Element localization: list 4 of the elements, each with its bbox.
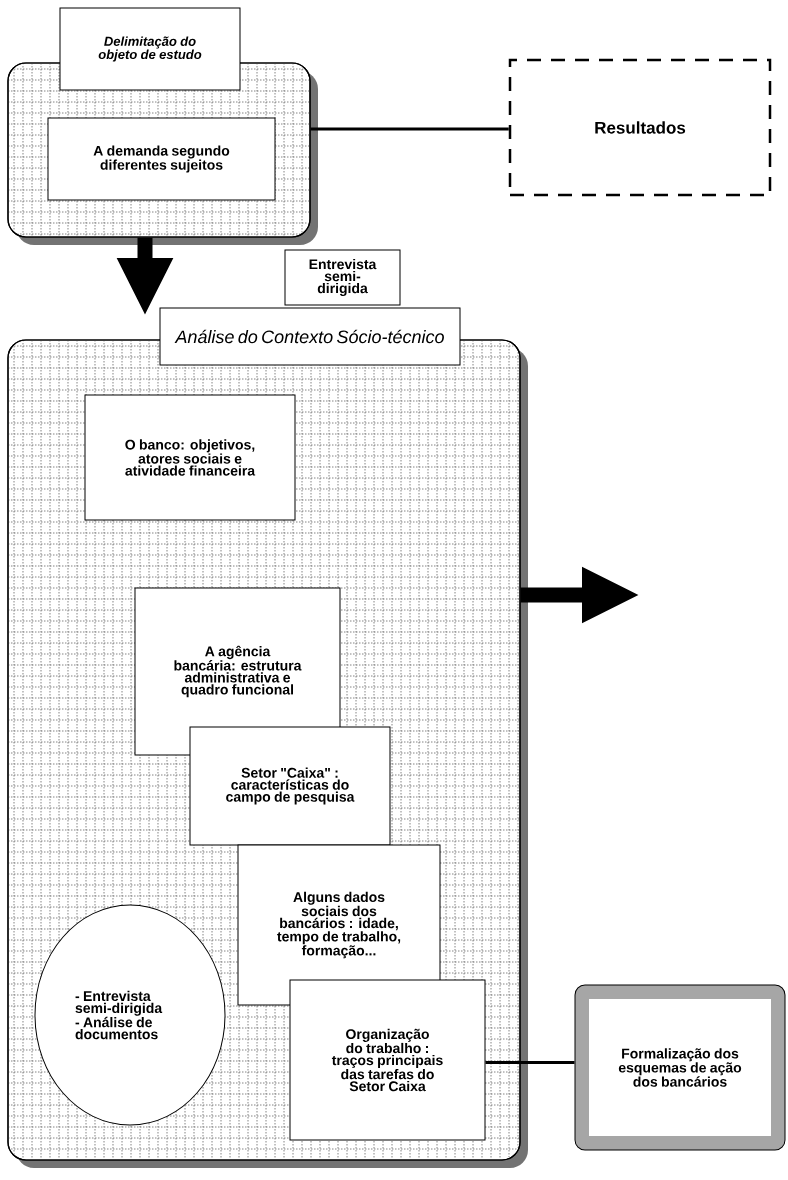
shaded-box: Formalização dos esquemas de ação dos bancários	[574, 984, 786, 1151]
text-box: Entrevista semi-dirigida	[284, 249, 401, 306]
dashed-box: Resultados	[508, 58, 772, 197]
connector-line	[310, 127, 509, 131]
